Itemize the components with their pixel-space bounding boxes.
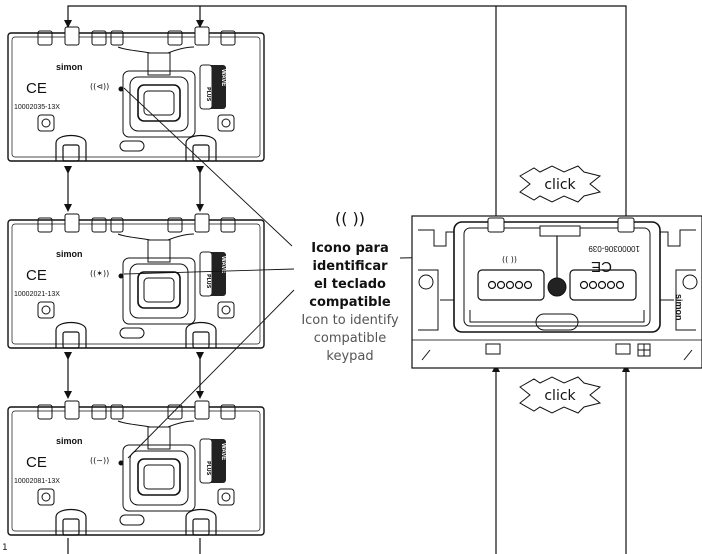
screw-left-icon bbox=[37, 301, 55, 319]
svg-text:PLUS: PLUS bbox=[205, 87, 211, 102]
keypad-module-3: simon CE 10002081-13X ((∼)) WAVE PLUS bbox=[7, 400, 265, 536]
top-clips bbox=[37, 26, 236, 46]
svg-text:WAVE: WAVE bbox=[220, 256, 226, 273]
module-code: 10002021-13X bbox=[14, 291, 60, 298]
svg-text:Icono para: Icono para bbox=[311, 241, 388, 256]
zwave-plus-badge: WAVE PLUS bbox=[199, 64, 226, 110]
click-burst-top: click bbox=[519, 165, 602, 203]
svg-text:PLUS: PLUS bbox=[205, 461, 211, 476]
keypad-icon: ((⊲)) bbox=[90, 82, 109, 91]
screw-left-icon bbox=[37, 114, 55, 132]
click-burst-bottom: click bbox=[519, 376, 602, 414]
svg-text:compatible: compatible bbox=[309, 295, 391, 310]
base-mechanism: 10000306-039 (( )) CE simon bbox=[411, 215, 702, 369]
base-code: 10000306-039 bbox=[588, 244, 640, 253]
center-mechanism bbox=[117, 233, 196, 339]
keypad-module-1: simon CE 10002035-13X ((⊲)) WAVE PLUS bbox=[7, 26, 265, 162]
center-mechanism bbox=[117, 46, 196, 152]
svg-text:click: click bbox=[544, 388, 576, 404]
callout-label: (( )) Icono para identificar el teclado … bbox=[301, 209, 399, 364]
brand-label: simon bbox=[56, 62, 83, 72]
top-arrow-lines bbox=[64, 5, 630, 226]
ce-mark: CE bbox=[26, 454, 47, 471]
ce-mark: CE bbox=[26, 267, 47, 284]
module-link-arrows bbox=[64, 166, 204, 554]
zwave-plus-badge: WAVE PLUS bbox=[199, 251, 226, 297]
svg-text:Icon to identify: Icon to identify bbox=[301, 313, 399, 328]
keypad-icon: ((✶)) bbox=[90, 269, 109, 278]
svg-text:identificar: identificar bbox=[312, 259, 388, 274]
zwave-plus-badge: WAVE PLUS bbox=[199, 438, 226, 484]
svg-text:compatible: compatible bbox=[314, 331, 387, 346]
bottom-clips bbox=[55, 508, 217, 536]
svg-text:click: click bbox=[544, 177, 576, 193]
module-code: 10002081-13X bbox=[14, 478, 60, 485]
ce-mark: CE bbox=[26, 80, 47, 97]
module-code: 10002035-13X bbox=[14, 104, 60, 111]
screw-right-icon bbox=[217, 488, 235, 506]
svg-text:PLUS: PLUS bbox=[205, 274, 211, 289]
bottom-clips bbox=[55, 321, 217, 349]
svg-text:WAVE: WAVE bbox=[220, 443, 226, 460]
base-ce-mark: CE bbox=[591, 258, 612, 275]
svg-text:keypad: keypad bbox=[326, 349, 373, 364]
keypad-module-2: simon CE 10002021-13X ((✶)) WAVE PLUS bbox=[7, 213, 265, 349]
screw-right-icon bbox=[217, 114, 235, 132]
brand-label: simon bbox=[56, 436, 83, 446]
base-brand-label: simon bbox=[674, 294, 684, 321]
base-keypad-icon: (( )) bbox=[502, 255, 517, 264]
brand-label: simon bbox=[56, 249, 83, 259]
top-clips bbox=[37, 400, 236, 420]
screw-left-icon bbox=[37, 488, 55, 506]
wave-symbol-icon: (( )) bbox=[335, 209, 365, 228]
page-number: 1 bbox=[2, 543, 8, 553]
keypad-icon: ((∼)) bbox=[90, 456, 109, 465]
svg-text:WAVE: WAVE bbox=[220, 69, 226, 86]
bottom-arrow-lines bbox=[492, 364, 630, 554]
screw-right-icon bbox=[217, 301, 235, 319]
top-clips bbox=[37, 213, 236, 233]
svg-text:el teclado: el teclado bbox=[314, 277, 386, 292]
